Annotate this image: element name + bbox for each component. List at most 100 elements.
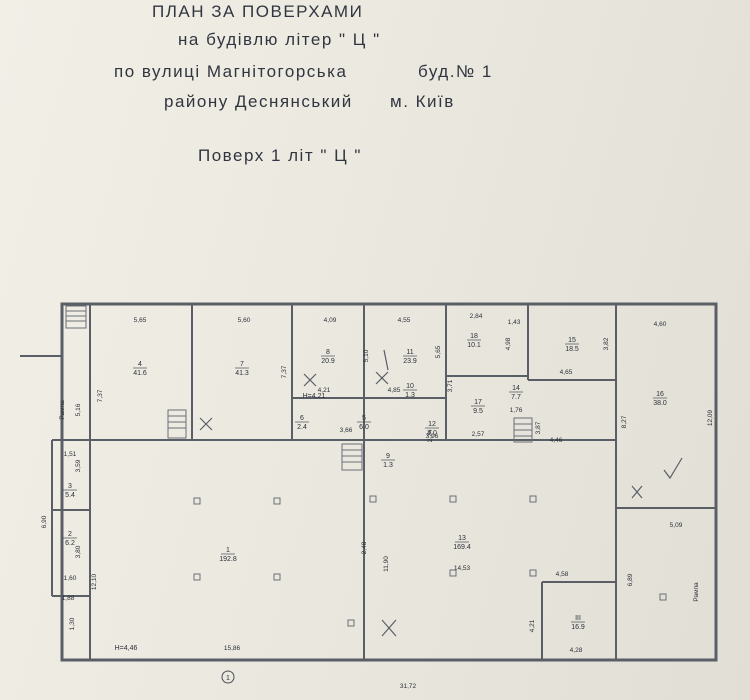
room-label: 820.9 bbox=[321, 349, 335, 365]
dimension-label: 5,16 bbox=[75, 403, 82, 416]
svg-text:41.6: 41.6 bbox=[133, 370, 147, 377]
svg-text:3: 3 bbox=[68, 483, 72, 490]
dimension-label: 3,66 bbox=[340, 427, 353, 434]
building-number: буд.№ 1 bbox=[418, 62, 493, 81]
outer-walls bbox=[60, 302, 718, 662]
svg-text:5.4: 5.4 bbox=[65, 492, 75, 499]
street-text: по вулиці Магнітогорська bbox=[114, 62, 348, 81]
dimension-label: 4,98 bbox=[505, 337, 512, 350]
svg-text:III: III bbox=[575, 615, 581, 622]
dimension-label: 3,82 bbox=[603, 337, 610, 350]
dimension-label: 5,10 bbox=[363, 349, 370, 362]
room-label: 124.0 bbox=[425, 421, 439, 437]
svg-text:1.3: 1.3 bbox=[405, 392, 415, 399]
room-label: 441.6 bbox=[133, 361, 147, 377]
dimension-label: 8,27 bbox=[621, 415, 628, 428]
dimension-label: 4,85 bbox=[388, 387, 401, 394]
room-label: 15 18.5 bbox=[565, 337, 579, 353]
room-label: 35.4 bbox=[63, 483, 77, 499]
svg-text:18.5: 18.5 bbox=[565, 346, 579, 353]
inner-walls bbox=[20, 304, 716, 660]
svg-text:15: 15 bbox=[568, 337, 576, 344]
room-label: 56.0 bbox=[357, 415, 371, 431]
dimension-label: 12,09 bbox=[707, 409, 714, 426]
dimension-label: 12,10 bbox=[91, 573, 98, 590]
svg-text:5: 5 bbox=[362, 415, 366, 422]
dimension-label: 3,59 bbox=[75, 459, 82, 472]
handwritten-marks bbox=[199, 349, 683, 637]
room-label: 147.7 bbox=[509, 385, 523, 401]
dimension-label: 3,87 bbox=[535, 421, 542, 434]
room-label: 26.2 bbox=[63, 531, 77, 547]
dimension-label: 6,89 bbox=[627, 573, 634, 586]
svg-text:9.5: 9.5 bbox=[473, 408, 483, 415]
svg-text:6.2: 6.2 bbox=[65, 540, 75, 547]
city-text: м. Київ bbox=[390, 92, 455, 111]
dimension-label: 15,86 bbox=[224, 645, 241, 652]
svg-text:11: 11 bbox=[406, 349, 413, 356]
dimension-label: 4,60 bbox=[654, 321, 667, 328]
dimension-label: 4,21 bbox=[318, 387, 331, 394]
svg-text:2.4: 2.4 bbox=[297, 424, 307, 431]
room-label: 101.3 bbox=[403, 383, 417, 399]
dimension-label: 2,24 bbox=[427, 429, 434, 442]
svg-text:9: 9 bbox=[386, 453, 390, 460]
room-label: 91.3 bbox=[381, 453, 395, 469]
dimension-label: 1,43 bbox=[508, 319, 521, 326]
svg-text:16.9: 16.9 bbox=[571, 624, 585, 631]
district-text: району Деснянський bbox=[164, 92, 353, 111]
stairs bbox=[65, 305, 533, 471]
dimension-label: 2,84 bbox=[470, 313, 483, 320]
dimension-label: 1,76 bbox=[510, 407, 523, 414]
svg-text:14: 14 bbox=[512, 385, 520, 392]
svg-text:20.9: 20.9 bbox=[321, 358, 335, 365]
ramp-label-left: Рампа bbox=[59, 400, 66, 420]
svg-text:7: 7 bbox=[240, 361, 244, 368]
dimension-label: 1,51 bbox=[64, 451, 77, 458]
svg-text:1: 1 bbox=[226, 675, 230, 682]
room-label: 741.3 bbox=[235, 361, 249, 377]
svg-text:17: 17 bbox=[474, 399, 482, 406]
dimension-label: 5,60 bbox=[238, 317, 251, 324]
dimension-label: 6,90 bbox=[41, 515, 48, 528]
svg-text:1: 1 bbox=[226, 547, 230, 554]
svg-text:1.3: 1.3 bbox=[383, 462, 393, 469]
ramp-label-right: Рампа bbox=[693, 582, 700, 602]
dimension-label: 3,96 bbox=[426, 433, 439, 440]
dimension-label: 5,65 bbox=[134, 317, 147, 324]
dimension-label: 31,72 bbox=[400, 683, 417, 690]
dimension-label: 11,90 bbox=[383, 556, 390, 572]
dimension-label: 1,30 bbox=[69, 617, 76, 630]
svg-text:4: 4 bbox=[138, 361, 142, 368]
svg-text:10: 10 bbox=[406, 383, 414, 390]
dimension-label: 1,60 bbox=[64, 575, 77, 582]
dimension-label: 4,65 bbox=[560, 369, 573, 376]
room-label: 11 23.9 bbox=[403, 349, 417, 365]
height-label-middle: Н=4,21 bbox=[303, 393, 326, 400]
dimension-label: 5,09 bbox=[670, 522, 683, 529]
svg-text:6: 6 bbox=[300, 415, 304, 422]
svg-text:169.4: 169.4 bbox=[453, 544, 471, 551]
axis-marker: 1 bbox=[221, 670, 235, 684]
floor-title: Поверх 1 літ " Ц " bbox=[198, 146, 362, 165]
svg-text:16: 16 bbox=[656, 391, 664, 398]
svg-text:6.0: 6.0 bbox=[359, 424, 369, 431]
title-plan: ПЛАН ЗА ПОВЕРХАМИ bbox=[152, 2, 364, 21]
columns bbox=[193, 495, 667, 627]
dimension-label: 4,28 bbox=[570, 647, 583, 654]
svg-text:2: 2 bbox=[68, 531, 72, 538]
room-label: 179.5 bbox=[471, 399, 485, 415]
dimension-label: 7,37 bbox=[97, 389, 104, 402]
dimension-label: 4,58 bbox=[556, 571, 569, 578]
room-labels: 1192.835.426.2441.6741.3820.91123.91810.… bbox=[63, 333, 667, 631]
svg-text:7.7: 7.7 bbox=[511, 394, 521, 401]
dimension-label: 4,55 bbox=[398, 317, 411, 324]
svg-text:23.9: 23.9 bbox=[403, 358, 417, 365]
